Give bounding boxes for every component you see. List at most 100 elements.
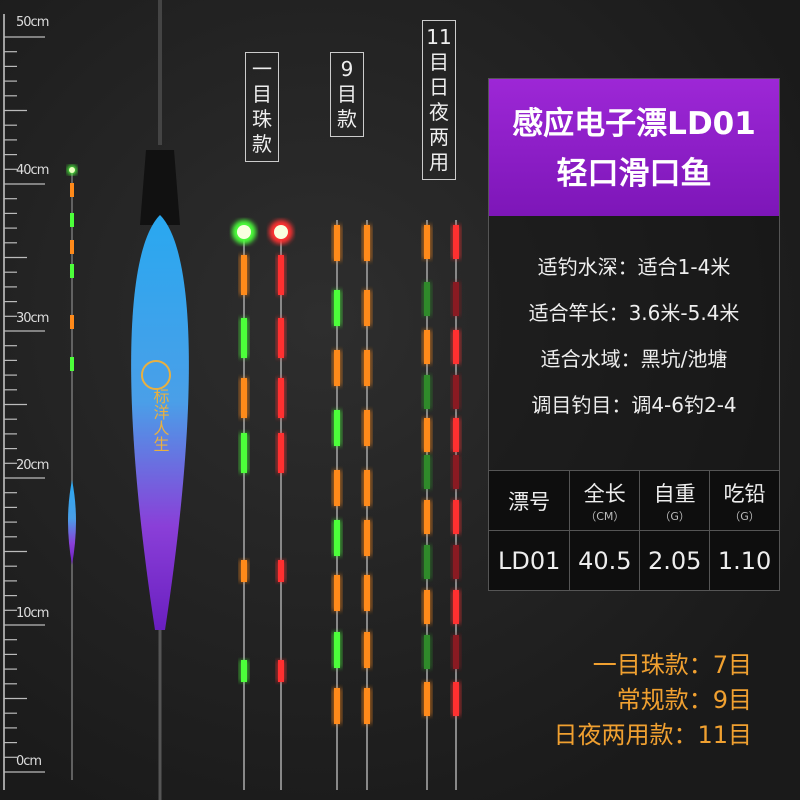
- glow-segment: [278, 318, 284, 358]
- summary-item: 一目珠款：7目: [592, 651, 752, 679]
- glow-segment: [424, 590, 430, 624]
- glow-segment: [334, 470, 340, 506]
- glow-segment: [334, 410, 340, 446]
- glow-segment: [241, 318, 247, 358]
- glow-segment: [453, 545, 459, 579]
- char: 11: [426, 25, 452, 49]
- table-row: LD01 40.5 2.05 1.10: [487, 530, 780, 591]
- header-name: 漂号: [508, 489, 551, 514]
- glow-segment: [364, 290, 370, 326]
- glow-segment: [424, 500, 430, 534]
- float-body: [131, 215, 189, 630]
- glow-segment: [278, 255, 284, 295]
- glow-segment: [424, 545, 430, 579]
- glow-segment: [278, 560, 284, 582]
- header-name: 全长: [583, 481, 626, 506]
- char: 一: [252, 57, 272, 81]
- ruler-label: 30cm: [16, 311, 49, 326]
- char: 款: [252, 132, 272, 156]
- char: 夜: [429, 100, 449, 124]
- header-name: 自重: [653, 481, 696, 506]
- small-float-segment: [70, 183, 74, 197]
- table-cell: LD01: [487, 530, 571, 591]
- small-float-segment: [70, 357, 74, 371]
- glow-segment: [241, 560, 247, 582]
- ruler-label: 20cm: [16, 458, 49, 473]
- glow-segment: [424, 635, 430, 669]
- glow-segment: [453, 500, 459, 534]
- summary-item: 日夜两用款：11目: [553, 721, 752, 749]
- glow-segment: [453, 282, 459, 316]
- spec-item: 调目钓目：调4-6钓2-4: [531, 393, 737, 417]
- ruler-label: 10cm: [16, 606, 49, 621]
- ruler-label: 40cm: [16, 163, 49, 178]
- glow-segment: [364, 470, 370, 506]
- spec-item: 适合竿长：3.6米-5.4米: [528, 301, 740, 325]
- glow-segment: [241, 433, 247, 473]
- glow-segment: [334, 688, 340, 724]
- glow-segment: [241, 378, 247, 418]
- glow-segment: [453, 225, 459, 259]
- glow-segment: [424, 282, 430, 316]
- glow-segment: [364, 350, 370, 386]
- small-float-segment: [70, 315, 74, 329]
- glow-segment: [241, 660, 247, 682]
- spec-list: 适钓水深：适合1-4米 适合竿长：3.6米-5.4米 适合水域：黑坑/池塘 调目…: [489, 216, 779, 471]
- glow-segment: [334, 350, 340, 386]
- table-cell: 40.5: [569, 530, 641, 591]
- spec-item: 适合水域：黑坑/池塘: [540, 347, 728, 371]
- glow-segment: [334, 225, 340, 261]
- small-float-segment: [70, 213, 74, 227]
- product-header: 感应电子漂LD01 轻口滑口鱼: [489, 79, 779, 216]
- glow-segment: [241, 255, 247, 295]
- glow-segment: [278, 378, 284, 418]
- glow-segment: [453, 418, 459, 452]
- variant-label-one-bead: 一目珠款: [245, 52, 279, 162]
- table-cell: 1.10: [709, 530, 780, 591]
- bead: [237, 225, 251, 239]
- product-subtitle: 轻口滑口鱼: [556, 156, 712, 192]
- glow-segment: [364, 688, 370, 724]
- char: 目: [337, 82, 357, 106]
- logo-icon: [141, 360, 171, 390]
- ruler-label: 0cm: [16, 754, 42, 769]
- glow-segment: [334, 575, 340, 611]
- glow-segment: [364, 225, 370, 261]
- header-unit: （G）: [659, 509, 690, 523]
- spec-item: 适钓水深：适合1-4米: [537, 255, 731, 279]
- glow-segment: [278, 660, 284, 682]
- logo-text: 标洋人生: [151, 388, 170, 452]
- char: 目: [429, 50, 449, 74]
- glow-segment: [453, 455, 459, 489]
- glow-segment: [453, 330, 459, 364]
- glow-segment: [424, 375, 430, 409]
- glow-segment: [334, 290, 340, 326]
- header-cell: 自重 （G）: [639, 470, 711, 531]
- float-collar: [140, 150, 180, 225]
- header-unit: （CM）: [585, 509, 625, 523]
- glow-segment: [453, 590, 459, 624]
- char: 珠: [252, 107, 272, 131]
- char: 两: [429, 125, 449, 149]
- product-title: 感应电子漂LD01: [512, 106, 756, 142]
- glow-segment: [424, 225, 430, 259]
- glow-segment: [364, 632, 370, 668]
- bead: [274, 225, 288, 239]
- glow-segment: [453, 682, 459, 716]
- header-name: 吃铅: [723, 481, 766, 506]
- spec-table: 漂号 全长 （CM） 自重 （G） 吃铅 （G） LD01 40.5 2.05 1.1…: [487, 470, 780, 591]
- glow-segment: [364, 410, 370, 446]
- ruler-label: 50cm: [16, 15, 49, 30]
- table-header-row: 漂号 全长 （CM） 自重 （G） 吃铅 （G）: [487, 470, 780, 531]
- header-unit: （G）: [729, 509, 760, 523]
- small-float-segment: [70, 264, 74, 278]
- variant-summary: 一目珠款：7目 常规款：9目 日夜两用款：11目: [553, 648, 752, 753]
- small-float-segment: [70, 240, 74, 254]
- char: 目: [252, 82, 272, 106]
- table-cell: 2.05: [639, 530, 711, 591]
- glow-segment: [424, 682, 430, 716]
- glow-segment: [364, 575, 370, 611]
- glow-segment: [453, 375, 459, 409]
